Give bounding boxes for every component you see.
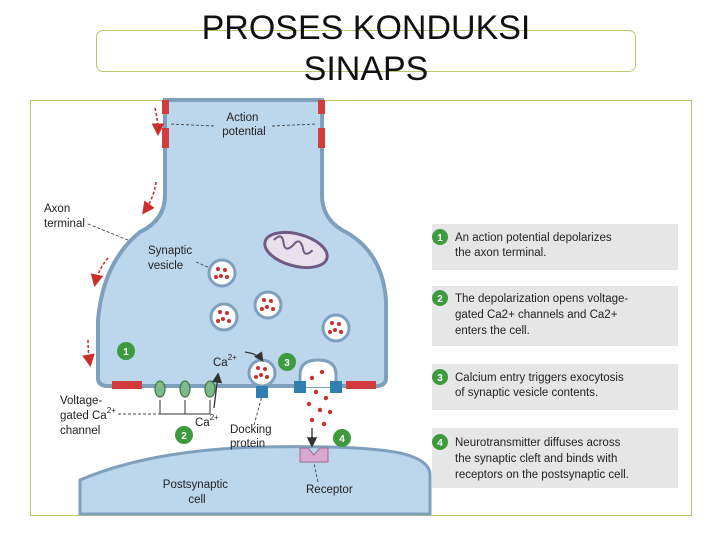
voltage-gated-channel-label: Voltage- gated Ca2+ channel (60, 395, 119, 437)
svg-text:An action potential depolarize: An action potential depolarizes the axon… (455, 232, 615, 259)
step-box-2: 2 The depolarization opens voltage- gate… (432, 286, 678, 346)
title-line-2: SINAPS (303, 49, 429, 88)
membrane-depolarized-segment (162, 128, 169, 148)
svg-text:1: 1 (437, 233, 443, 244)
docking-protein (256, 386, 268, 398)
svg-text:4: 4 (339, 434, 345, 445)
page-title: PROSES KONDUKSI SINAPS (96, 8, 636, 90)
title-box (96, 30, 636, 72)
axon-terminal-label: Axon terminal (44, 203, 85, 230)
membrane-depolarized-segment (318, 128, 325, 148)
pointer-line (87, 223, 129, 241)
synaptic-vesicle (209, 302, 239, 332)
svg-text:3: 3 (437, 373, 443, 384)
membrane-depolarized-segment (318, 100, 325, 114)
pointer-line (195, 261, 211, 269)
action-potential-arrow (151, 107, 165, 137)
svg-text:The depolarization opens volta: The depolarization opens voltage- gated … (455, 293, 631, 337)
svg-text:Calcium entry triggers exocyto: Calcium entry triggers exocytosis of syn… (455, 372, 627, 399)
exocytosis-vesicle (298, 358, 338, 387)
synaptic-vesicle (247, 358, 277, 388)
axon-terminal (96, 98, 388, 388)
synaptic-vesicle (253, 290, 283, 320)
calcium-label-upper: Ca2+ (213, 353, 237, 369)
step-box-1: 1 An action potential depolarizes the ax… (432, 224, 678, 270)
pointer-line (169, 123, 215, 127)
synaptic-vesicle (321, 313, 351, 343)
membrane-depolarized-segment (346, 381, 376, 389)
docking-protein (330, 381, 342, 393)
pointer-line (313, 462, 319, 483)
calcium-label-lower: Ca2+ (195, 413, 219, 429)
svg-text:2: 2 (437, 294, 443, 305)
action-potential-arrow (90, 257, 109, 288)
neurotransmitter (306, 369, 333, 427)
marker-1: 1 (117, 342, 135, 360)
svg-text:Neurotransmitter diffuses acro: Neurotransmitter diffuses across the syn… (455, 437, 629, 481)
action-potential-arrow (142, 181, 157, 215)
pointer-line (271, 123, 317, 127)
marker-3: 3 (278, 353, 296, 371)
receptor (299, 447, 329, 463)
svg-text:1: 1 (123, 347, 129, 358)
svg-text:4: 4 (437, 438, 443, 449)
calcium-to-vesicle-arrow (244, 351, 264, 362)
voltage-gated-channel (154, 380, 216, 398)
postsynaptic-cell (78, 445, 432, 516)
pointer-line (253, 395, 263, 426)
postsynaptic-cell-label: Postsynaptic cell (163, 479, 231, 506)
mitochondrion (263, 230, 329, 270)
step-box-4: 4 Neurotransmitter diffuses across the s… (432, 428, 678, 488)
action-potential-label: Action potential (222, 112, 265, 138)
channel-bracket (159, 400, 211, 415)
docking-protein (294, 381, 306, 393)
step-box-3: 3 Calcium entry triggers exocytosis of s… (432, 364, 678, 410)
synaptic-vesicle (207, 258, 237, 288)
action-potential-arrow (82, 339, 95, 368)
membrane-depolarized-segment (112, 381, 142, 389)
svg-text:2: 2 (181, 431, 187, 442)
title-line-1: PROSES KONDUKSI (201, 9, 531, 47)
membrane-depolarized-segment (162, 100, 169, 114)
calcium-entry-arrow (211, 372, 223, 409)
docking-protein-label: Docking protein (230, 424, 275, 450)
synaptic-vesicle-label: Synaptic vesicle (148, 245, 195, 272)
receptor-label: Receptor (306, 484, 353, 496)
svg-text:3: 3 (284, 358, 290, 369)
marker-2: 2 (175, 426, 193, 444)
marker-4: 4 (333, 429, 351, 447)
